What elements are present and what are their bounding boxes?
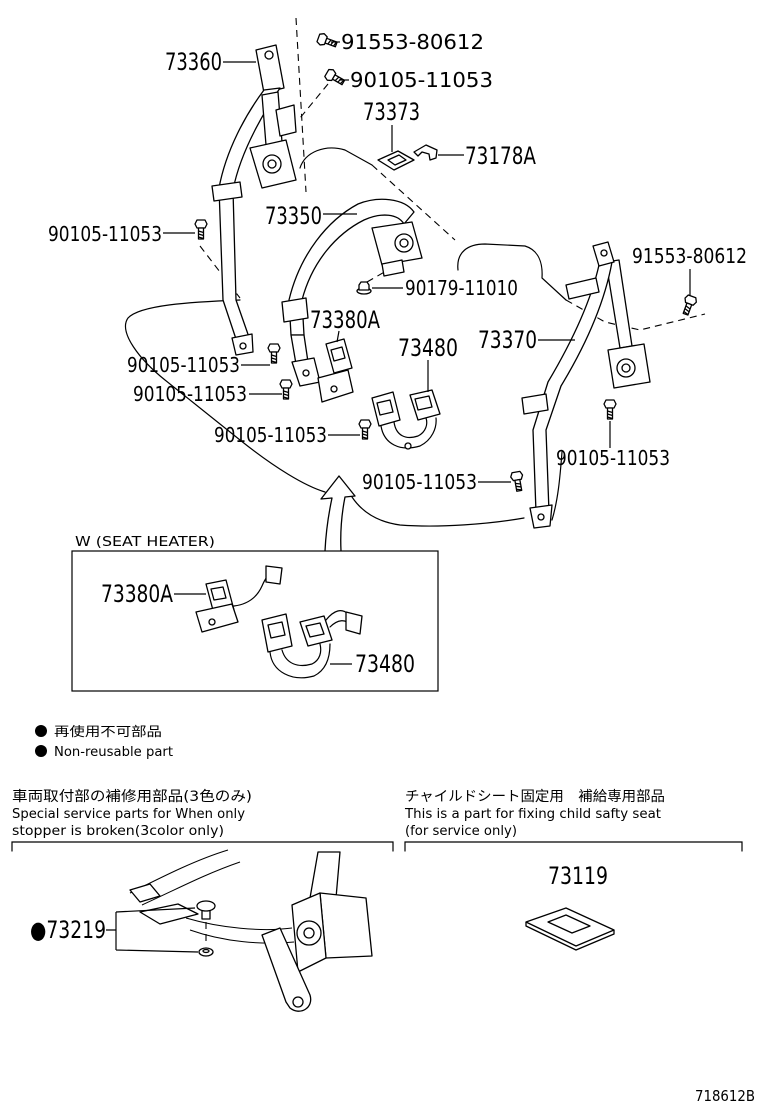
bolt-90105-11053-c <box>358 419 372 440</box>
seat-belt-73350 <box>281 198 423 387</box>
bracket-73178A <box>413 144 438 161</box>
callout-90179-11010[interactable]: 90179-11010 <box>405 276 518 300</box>
bullet-icon <box>35 745 47 757</box>
callout-90105-11053-d[interactable]: 90105-11053 <box>362 470 477 494</box>
callout-73480[interactable]: 73480 <box>398 334 458 362</box>
seatback-upper-edge <box>371 164 456 241</box>
seat-cushion-right-edge <box>551 451 563 521</box>
callout-73370[interactable]: 73370 <box>478 326 537 354</box>
callout-73350[interactable]: 73350 <box>265 202 322 230</box>
stopper-73219 <box>196 900 216 920</box>
callout-90105-11053-top[interactable]: 90105-11053 <box>350 68 493 92</box>
callout-73360[interactable]: 73360 <box>165 48 222 76</box>
section-left-heading-jp: 車両取付部の補修用部品(3色のみ) <box>12 788 252 805</box>
callout-90105-11053-b[interactable]: 90105-11053 <box>133 382 247 406</box>
callout-73178A[interactable]: 73178A <box>465 142 536 170</box>
callout-73480-seat-heater[interactable]: 73480 <box>355 650 415 678</box>
callout-73373[interactable]: 73373 <box>363 98 420 126</box>
headrest-contour <box>457 243 567 301</box>
seat-belt-73360 <box>211 44 297 356</box>
callout-90105-11053-left[interactable]: 90105-11053 <box>48 222 162 246</box>
section-left-heading-en-2: stopper is broken(3color only) <box>12 824 224 839</box>
bullet-icon <box>35 725 47 737</box>
bolt-91553-80612-top <box>315 31 339 51</box>
section-left-bracket <box>11 841 394 852</box>
buckle-73480 <box>371 389 441 450</box>
seatback-rear-line <box>295 17 307 193</box>
seat-belt-73370 <box>521 241 651 529</box>
callout-90105-11053-c[interactable]: 90105-11053 <box>214 423 327 447</box>
bolt-90105-11053-b <box>279 379 293 400</box>
service-parts-73219-drawing <box>129 849 373 1012</box>
callout-90105-11053-a[interactable]: 90105-11053 <box>127 353 240 377</box>
nut-90179-11010 <box>356 281 372 295</box>
up-arrow-icon <box>320 475 356 552</box>
mount-line-top <box>299 83 329 119</box>
buckle-73480-seat-heater <box>261 610 363 679</box>
callout-73119[interactable]: 73119 <box>548 862 608 890</box>
callout-73380A-seat-heater[interactable]: 73380A <box>101 580 173 608</box>
section-right-heading-jp: チャイルドシート固定用 補給専用部品 <box>405 789 665 805</box>
buckle-73380A <box>317 338 354 403</box>
leader-73219 <box>106 907 199 953</box>
seatback-top-contour <box>299 147 373 169</box>
diagram-id: 718612B <box>695 1087 755 1105</box>
washer-73219 <box>198 947 214 957</box>
callout-91553-80612-right[interactable]: 91553-80612 <box>632 244 747 268</box>
section-left-heading-en-1: Special service parts for When only <box>12 807 245 822</box>
legend-en: Non-reusable part <box>54 745 173 760</box>
callout-90105-11053-right[interactable]: 90105-11053 <box>556 446 670 470</box>
bolt-90105-11053-d <box>509 470 526 493</box>
seat-cushion-left-edge <box>125 299 326 493</box>
seat-heater-box <box>71 550 439 692</box>
cover-73373 <box>377 150 415 171</box>
bolt-90105-11053-right <box>603 399 617 420</box>
seat-cushion-front-edge <box>351 496 525 527</box>
mount-line-center <box>366 269 389 283</box>
callout-91553-80612-top[interactable]: 91553-80612 <box>341 30 484 54</box>
leader-lines <box>163 41 691 483</box>
bolt-90105-11053-left <box>194 219 208 240</box>
seat-heater-title: W (SEAT HEATER) <box>75 535 215 550</box>
callout-73219[interactable]: ●73219 <box>30 916 106 944</box>
bolt-90105-11053-a <box>267 343 281 364</box>
buckle-73380A-seat-heater <box>195 565 283 633</box>
legend-jp: 再使用不可部品 <box>54 724 162 740</box>
section-right-bracket <box>404 841 743 852</box>
child-seat-anchor-73119 <box>525 907 615 951</box>
section-right-heading-en-2: (for service only) <box>405 824 517 839</box>
bolt-91553-80612-right <box>679 293 699 317</box>
callout-73380A[interactable]: 73380A <box>310 306 380 334</box>
section-right-heading-en-1: This is a part for fixing child safty se… <box>404 807 661 822</box>
